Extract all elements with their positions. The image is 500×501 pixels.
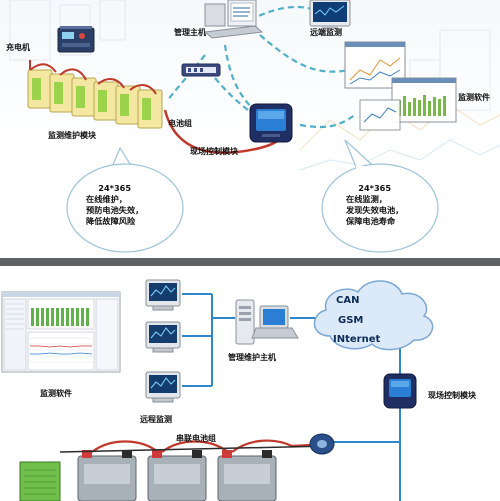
field-control-module <box>249 103 293 143</box>
network-lines <box>182 293 401 501</box>
link-host-remote <box>249 5 316 21</box>
network-cloud <box>313 280 434 351</box>
bubble-left-line1: 24*365 <box>98 183 132 193</box>
software-window <box>1 291 121 373</box>
link-host-battery <box>167 54 206 101</box>
link-rack-field <box>214 77 249 111</box>
monitor-software-windows <box>344 41 457 131</box>
monitor-rack-device <box>181 63 221 77</box>
bubble-left-text: 24*365 在线维护， 预防电池失效， 降低故障风险 <box>86 183 143 227</box>
link-field-software <box>299 114 356 129</box>
management-host <box>235 299 299 345</box>
battery-cell <box>93 81 119 121</box>
battery-cell <box>27 69 53 109</box>
mgmt-host-label: 管理主机 <box>174 28 206 37</box>
series-battery-label: 串联电池组 <box>176 434 216 443</box>
remote-monitor-1 <box>145 279 181 311</box>
bubble-left-line4: 降低故障风险 <box>86 216 136 226</box>
series-battery-cell <box>77 450 137 501</box>
battery-cell <box>71 77 97 117</box>
battery-cell <box>115 85 141 125</box>
link-host-software <box>259 34 351 73</box>
bubble-right-line3: 发现失效电池， <box>346 205 404 215</box>
bubble-left-line2: 在线维护， <box>86 194 127 204</box>
series-battery-group <box>59 439 331 501</box>
remote-monitor-2 <box>145 321 181 353</box>
top-panel: 充电机 管理主机 远端监测 监测软件 电池组 监测维护模块 现场控制模块 24*… <box>0 0 500 258</box>
remote-monitor-label: 远端监测 <box>310 28 342 37</box>
cloud-internet-label: INternet <box>333 334 381 345</box>
monitor-module-label: 监测维护模块 <box>48 131 96 140</box>
field-control-label: 现场控制模块 <box>190 147 238 156</box>
bubble-left-line3: 预防电池失效， <box>86 205 144 215</box>
bubble-right-text: 24*365 在线监测， 发现失效电池， 保障电池寿命 <box>346 183 403 227</box>
charger-label: 充电机 <box>6 43 30 52</box>
link-host-field <box>223 44 253 109</box>
field-control-module <box>383 373 417 409</box>
bubble-left <box>66 146 184 253</box>
monitor-module <box>19 461 61 501</box>
bubble-right-line4: 保障电池寿命 <box>346 216 396 226</box>
battery-cell <box>137 89 163 129</box>
bottom-panel: 监测软件 远程监测 管理维护主机 现场控制模块 串联电池组 CAN GSM IN… <box>0 266 500 501</box>
top-diagram <box>9 0 500 253</box>
bubble-right <box>321 139 439 253</box>
battery-group-label: 电池组 <box>168 119 192 128</box>
series-battery-cell <box>147 450 207 501</box>
monitor-software-label: 监测软件 <box>458 93 490 102</box>
remote-monitor-3 <box>145 371 181 403</box>
battery-cell <box>49 73 75 113</box>
series-battery-cell <box>217 450 277 501</box>
charger <box>57 26 95 53</box>
bottom-diagram <box>1 279 434 501</box>
remote-monitor <box>309 0 351 29</box>
bubble-right-line1: 24*365 <box>358 183 392 193</box>
management-host <box>203 0 264 39</box>
field-control-label: 现场控制模块 <box>428 391 476 400</box>
cloud-gsm-label: GSM <box>338 315 364 326</box>
battery-group <box>27 63 163 129</box>
bubble-right-line2: 在线监测， <box>346 194 387 204</box>
panel-divider <box>0 258 500 266</box>
mgmt-host-label: 管理维护主机 <box>228 353 276 362</box>
remote-monitor-label: 远程监测 <box>140 415 172 424</box>
cloud-can-label: CAN <box>336 295 360 306</box>
monitor-software-label: 监测软件 <box>40 389 72 398</box>
current-sensor <box>309 433 335 455</box>
